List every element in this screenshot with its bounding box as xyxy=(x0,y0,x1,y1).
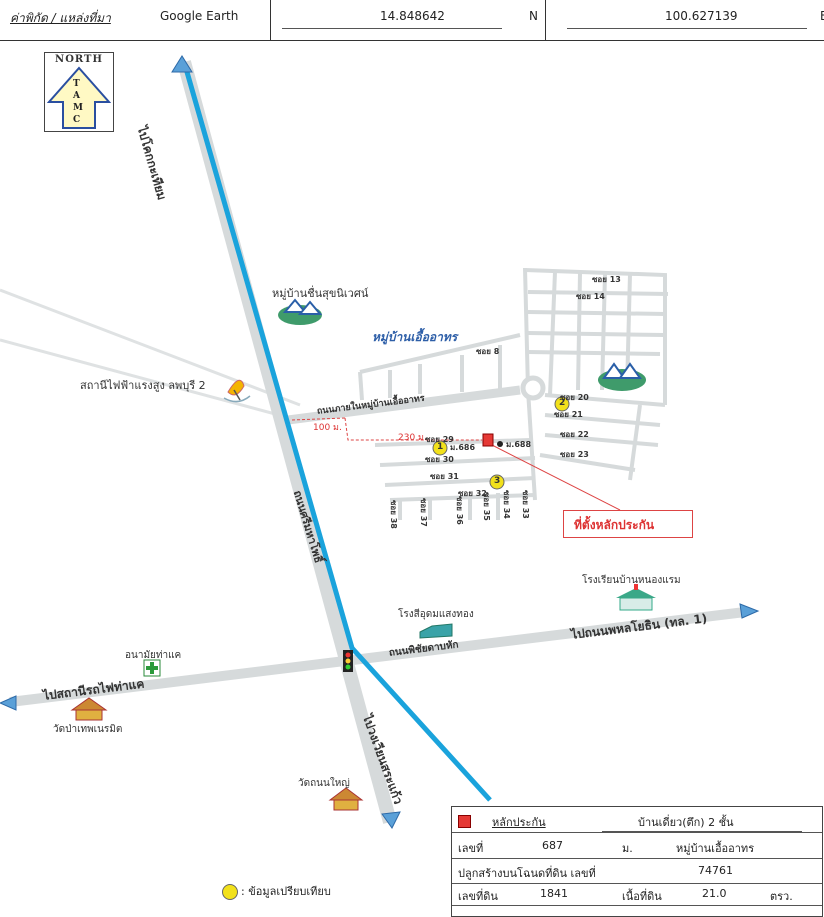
header-source-cell: ค่าพิกัด / แหล่งที่มา Google Earth xyxy=(0,0,271,40)
north-arrow-letter: T xyxy=(73,79,80,89)
roundabout xyxy=(520,375,546,401)
property-legend: หลักประกัน บ้านเดี่ยว(ตึก) 2 ชั้น เลขที่… xyxy=(451,806,823,917)
village-label-chuen-suk: หมู่บ้านชื่นสุขนิเวศน์ xyxy=(272,287,369,300)
canal xyxy=(182,64,492,802)
legend-land-no-label: เลขที่ดิน xyxy=(458,890,498,903)
collateral-marker xyxy=(482,433,494,447)
soi-label: ซอย 22 xyxy=(560,430,589,439)
soi-label: ซอย 13 xyxy=(592,275,621,284)
legend-land-no-value: 1841 xyxy=(540,887,568,900)
coordinate-header: ค่าพิกัด / แหล่งที่มา Google Earth 14.84… xyxy=(0,0,824,41)
latitude-value: 14.848642 xyxy=(380,9,445,23)
arrow-east xyxy=(739,603,760,619)
soi-label: ซอย 14 xyxy=(576,292,605,301)
soi-label: ซอย 33 xyxy=(521,490,530,519)
arrow-north xyxy=(171,55,193,73)
header-lat-cell: 14.848642 N xyxy=(270,0,546,40)
temple-icon-2 xyxy=(328,787,364,811)
location-map xyxy=(0,55,760,829)
legend-deed-label: ปลูกสร้างบนโฉนดที่ดิน เลขที่ xyxy=(458,867,596,880)
north-arrow-title: NORTH xyxy=(55,54,103,65)
legend-moo-value: หมู่บ้านเอื้ออาทร xyxy=(676,842,755,855)
distance-label-100m: 100 ม. xyxy=(313,423,342,433)
soi-label: ซอย 38 xyxy=(389,500,398,529)
soi-label: ซอย 32 xyxy=(458,489,487,498)
temple-label-1: วัดป่าเทพเนรมิต xyxy=(53,724,123,735)
temple-label-2: วัดถนนใหญ่ xyxy=(298,778,350,789)
soi-label: ซอย 36 xyxy=(455,496,464,525)
comparison-note: : ข้อมูลเปรียบเทียบ xyxy=(222,882,331,900)
longitude-dir: E xyxy=(820,9,824,23)
traffic-light-icon xyxy=(343,650,353,672)
soi-label: ซอย 34 xyxy=(502,490,511,519)
legend-collateral: หลักประกัน xyxy=(492,816,546,829)
health-center-label: อนามัยท่าแค xyxy=(125,650,182,661)
legend-moo-label: ม. xyxy=(622,842,633,855)
collateral-location-label: ที่ตั้งหลักประกัน xyxy=(563,510,693,538)
north-arrow: NORTH T A M C xyxy=(44,52,114,132)
legend-no-label: เลขที่ xyxy=(458,842,484,855)
legend-area-label: เนื้อที่ดิน xyxy=(622,890,662,903)
legend-no-value: 687 xyxy=(542,839,563,852)
legend-deed-value: 74761 xyxy=(698,864,733,877)
village-icon-1 xyxy=(278,298,323,325)
soi-label: ซอย 37 xyxy=(419,498,428,527)
school-icon xyxy=(616,584,656,611)
house-label-686: ม.686 xyxy=(450,443,476,452)
soi-label: ซอย 30 xyxy=(425,455,454,464)
legend-area-unit: ตรว. xyxy=(770,890,793,903)
soi-label: ซอย 29 xyxy=(425,435,454,444)
collateral-legend-swatch xyxy=(458,815,471,828)
source-value: Google Earth xyxy=(160,9,239,23)
collateral-pointer xyxy=(489,443,621,511)
distance-line-100m xyxy=(291,417,346,421)
distance-label-230m: 230 ม. xyxy=(398,433,427,443)
east-west-road xyxy=(9,607,746,707)
soi-label: ซอย 20 xyxy=(560,393,589,402)
minor-roads xyxy=(0,288,301,420)
arrow-west xyxy=(0,695,17,711)
north-arrow-icon xyxy=(47,66,111,129)
north-arrow-letter: C xyxy=(73,115,81,125)
factory-label: โรงสีอุดมแสงทอง xyxy=(398,609,474,620)
coord-label: ค่าพิกัด / แหล่งที่มา xyxy=(10,11,111,25)
soi-label: ซอย 21 xyxy=(554,410,583,419)
temple-icon-1 xyxy=(70,697,108,721)
comparison-note-text: : ข้อมูลเปรียบเทียบ xyxy=(241,885,331,898)
house-688-dot xyxy=(497,441,503,447)
comparison-marker-1: 1 xyxy=(437,442,444,452)
longitude-value: 100.627139 xyxy=(665,9,738,23)
house-label-688: ม.688 xyxy=(506,440,532,449)
latitude-dir: N xyxy=(529,9,538,23)
comparison-markers xyxy=(432,396,570,490)
village-road-grid xyxy=(358,267,669,520)
soi-label: ซอย 35 xyxy=(482,492,491,521)
power-station-icon xyxy=(223,379,251,403)
health-cross-icon xyxy=(143,659,161,677)
village-label-ua-arthorn: หมู่บ้านเอื้ออาทร xyxy=(372,330,458,344)
legend-building-type: บ้านเดี่ยว(ตึก) 2 ชั้น xyxy=(638,816,734,829)
comparison-marker-3: 3 xyxy=(494,476,501,486)
factory-icon xyxy=(419,623,453,639)
legend-area-value: 21.0 xyxy=(702,887,727,900)
collateral-location-text: ที่ตั้งหลักประกัน xyxy=(574,518,655,532)
comparison-marker-2: 2 xyxy=(559,398,566,408)
power-station-label: สถานีไฟฟ้าแรงสูง ลพบุรี 2 xyxy=(80,379,206,392)
inner-village-road xyxy=(287,385,521,425)
header-lon-cell: 100.627139 E xyxy=(545,0,824,40)
north-arrow-letter: M xyxy=(73,103,83,113)
comparison-dot-icon xyxy=(222,884,238,900)
soi-label: ซอย 31 xyxy=(430,472,459,481)
distance-line-230m xyxy=(344,417,482,441)
arrow-south xyxy=(381,811,401,829)
village-icon-2 xyxy=(598,362,646,391)
school-label: โรงเรียนบ้านหนองแรม xyxy=(582,575,681,586)
soi-label: ซอย 8 xyxy=(476,347,500,356)
north-arrow-letter: A xyxy=(73,91,80,101)
soi-label: ซอย 23 xyxy=(560,450,589,459)
